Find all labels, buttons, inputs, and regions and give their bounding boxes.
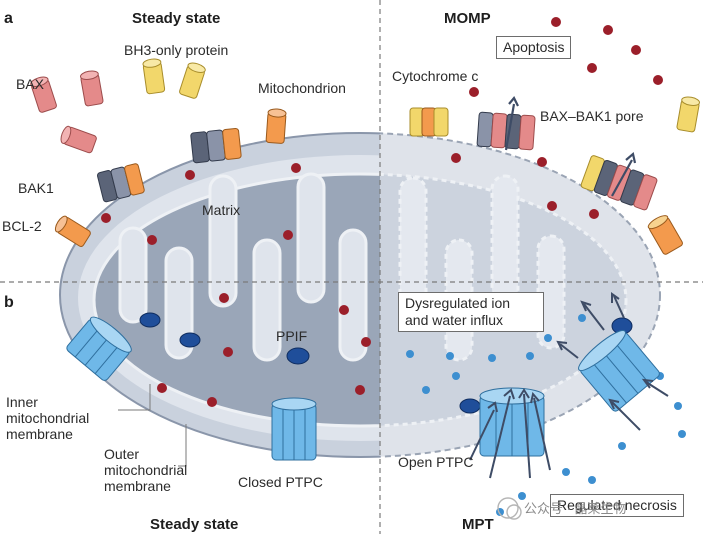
bh3-label: BH3-only protein (124, 42, 229, 58)
bak1-bax-complex (96, 127, 242, 203)
bax-bak1-pore (476, 111, 658, 211)
steady-state-mitochondrion (59, 132, 380, 458)
cytochrome-c-dot (101, 17, 663, 407)
cristae-left (118, 172, 368, 362)
bcl2-label: BCL-2 (2, 218, 42, 234)
influx-arrows (469, 292, 669, 479)
dysregulated-influx-box: Dysregulated ion and water influx (398, 292, 544, 332)
panel-b-right-title: MPT (462, 516, 494, 533)
inner-membrane-label: Inner mitochondrial membrane (6, 394, 90, 443)
bax-label: BAX (16, 76, 45, 92)
panel-b-left-title: Steady state (150, 516, 239, 533)
bax-protein (30, 70, 104, 154)
regulated-necrosis-box: Regulated necrosis (550, 494, 684, 517)
panel-b-letter: b (4, 294, 14, 311)
open-ptpc-label: Open PTPC (398, 454, 474, 470)
pore-arrows (504, 96, 637, 197)
open-ptpc (479, 330, 660, 457)
panel-a-right-title: MOMP (444, 10, 491, 27)
cytochrome-c-label: Cytochrome c (392, 68, 479, 84)
outer-membrane-label: Outer mitochondrial membrane (104, 446, 188, 495)
matrix-label: Matrix (202, 202, 241, 218)
bak1-label: BAK1 (18, 180, 54, 196)
ppif-molecule (139, 312, 633, 414)
bh3-protein (142, 58, 700, 133)
panel-a-letter: a (4, 10, 13, 27)
watermark-logo (497, 497, 522, 520)
ppif-label: PPIF (276, 328, 308, 344)
panel-a-left-title: Steady state (132, 10, 221, 27)
apoptosis-box: Apoptosis (496, 36, 572, 59)
pore-label: BAX–BAK1 pore (540, 108, 644, 124)
bcl2-protein (54, 108, 683, 255)
closed-ptpc (66, 316, 317, 461)
cytochrome-c-protein-bundle (409, 107, 449, 137)
mitochondrion-label: Mitochondrion (258, 80, 346, 96)
label-leaders (118, 384, 187, 467)
watermark-text: 公众号 · 晶莱生物 (524, 501, 627, 516)
closed-ptpc-label: Closed PTPC (238, 474, 323, 490)
